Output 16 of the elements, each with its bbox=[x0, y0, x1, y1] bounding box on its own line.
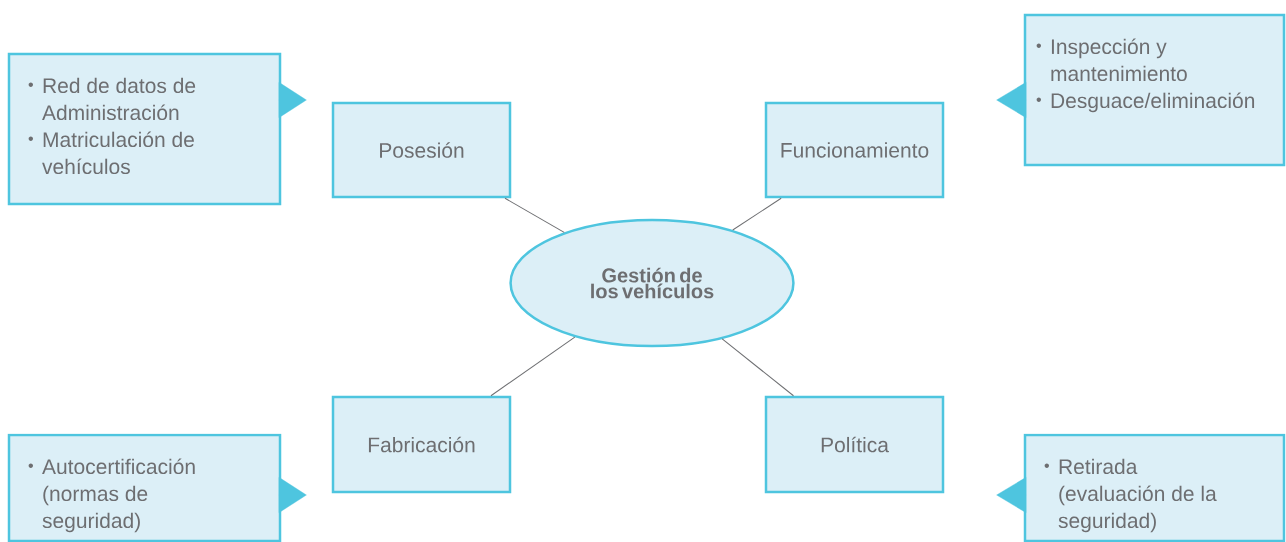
category-box: Posesión bbox=[331, 101, 512, 199]
callout-box: Inspección y mantenimiento Desguace/eliminación bbox=[1023, 13, 1286, 167]
connector-line bbox=[504, 197, 565, 233]
callout-box: Red de datos de Administración Matriculación de vehículos bbox=[7, 52, 282, 206]
pointer-arrow bbox=[996, 82, 1027, 118]
pointer-arrow bbox=[278, 82, 307, 118]
category-box: Funcionamiento bbox=[764, 101, 945, 199]
category-box: Fabricación bbox=[331, 395, 512, 494]
callout-box: Retirada (evaluación de la seguridad) bbox=[1023, 433, 1286, 542]
category-box: Política bbox=[764, 395, 945, 494]
pointer-arrow bbox=[278, 477, 307, 513]
connector-line bbox=[721, 338, 794, 397]
callout-box: Autocertificación (normas de seguridad) bbox=[7, 433, 282, 542]
pointer-arrow bbox=[996, 477, 1027, 513]
connector-line bbox=[732, 197, 782, 231]
connector-line bbox=[490, 336, 576, 397]
